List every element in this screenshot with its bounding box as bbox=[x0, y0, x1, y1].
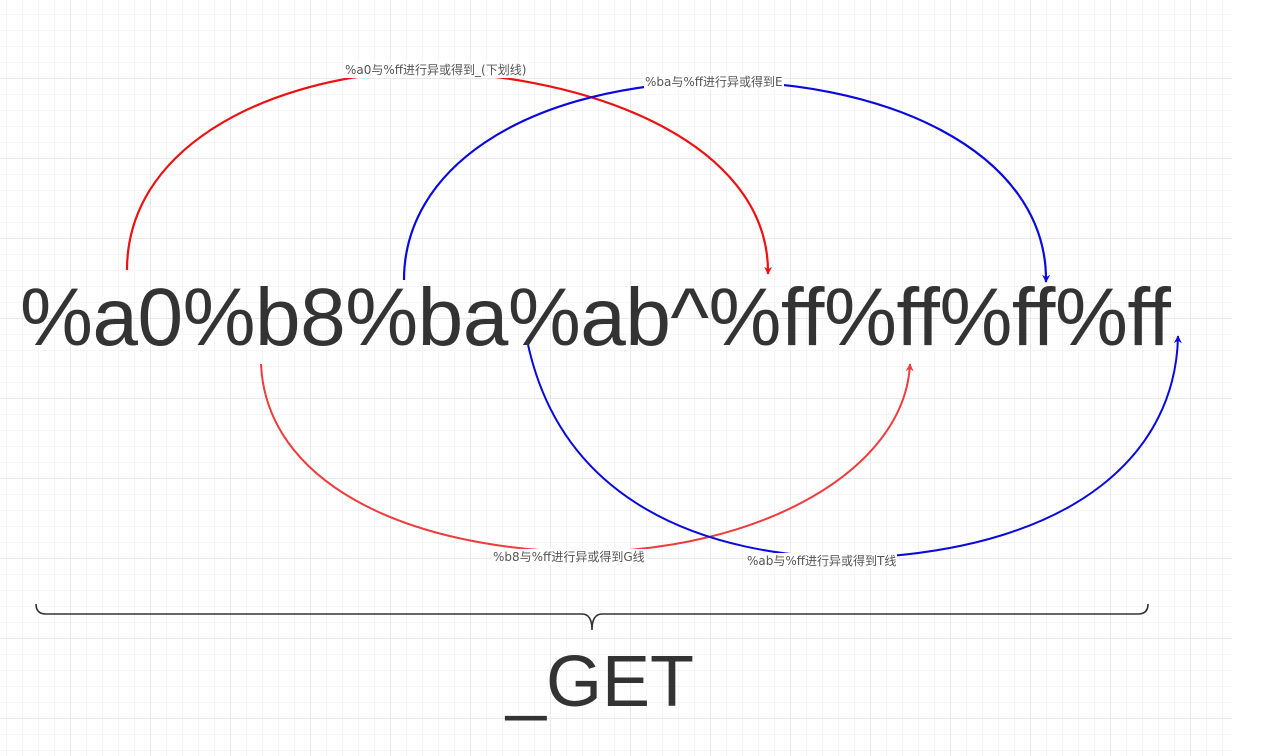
result-text: _GET bbox=[505, 642, 695, 722]
canvas-margin bbox=[1232, 0, 1285, 756]
curly-brace bbox=[35, 603, 1149, 631]
arc-label-ab: %ab与%ff进行异或得到T线 bbox=[746, 553, 898, 569]
arc-label-b8: %b8与%ff进行异或得到G线 bbox=[492, 549, 646, 565]
arc-label-ba: %ba与%ff进行异或得到E bbox=[644, 74, 784, 90]
arc-ba-to-ff bbox=[402, 80, 1051, 283]
arc-ab-to-ff bbox=[526, 335, 1182, 560]
arc-b8-to-ff bbox=[260, 363, 914, 554]
arc-label-a0: %a0与%ff进行异或得到_(下划线) bbox=[344, 62, 528, 78]
payload-text: %a0%b8%ba%ab^%ff%ff%ff%ff bbox=[20, 272, 1171, 363]
